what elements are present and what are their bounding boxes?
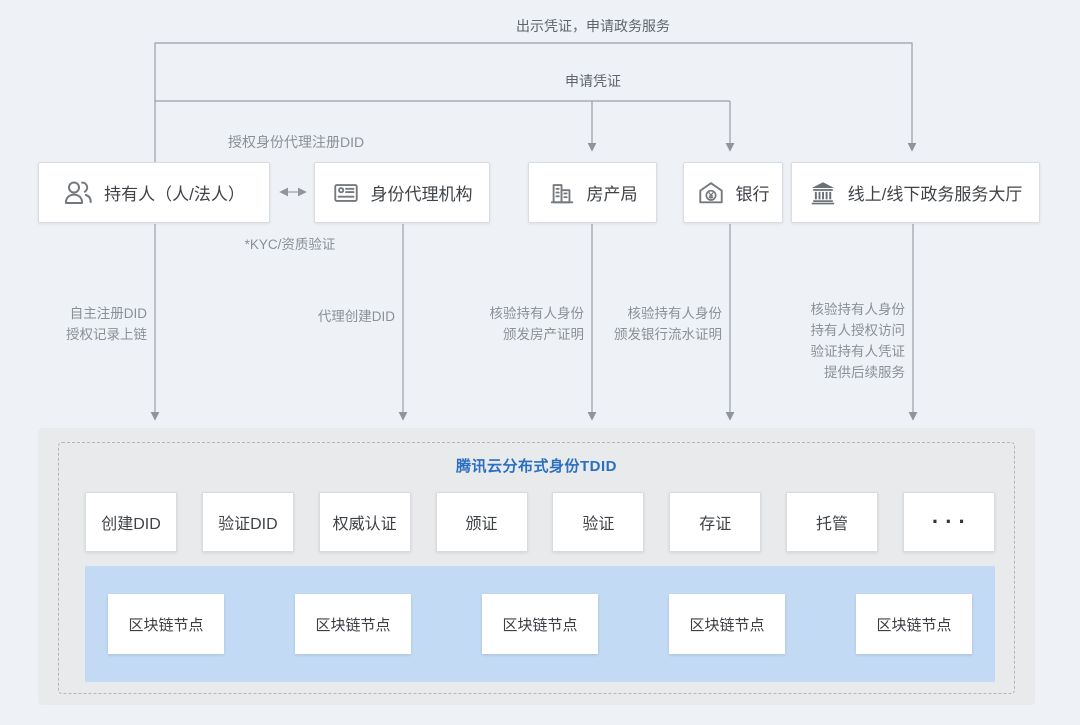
bank-yen-icon <box>697 179 725 207</box>
blockchain-node: 区块链节点 <box>108 594 224 654</box>
capability-box-authority-cert: 权威认证 <box>318 492 411 552</box>
entity-box-holder: 持有人（人/法人） <box>38 162 270 223</box>
entity-box-real-estate-bureau: 房产局 <box>528 162 657 223</box>
flow-label-estate-chain: 核验持有人身份 颁发房产证明 <box>489 306 585 342</box>
capability-box-verify: 验证 <box>552 492 645 552</box>
blockchain-node: 区块链节点 <box>669 594 785 654</box>
people-icon <box>63 178 93 208</box>
flow-label-hall-chain: 核验持有人身份 持有人授权访问 验证持有人凭证 提供后续服务 <box>810 302 906 380</box>
blockchain-node: 区块链节点 <box>482 594 598 654</box>
blockchain-node: 区块链节点 <box>856 594 972 654</box>
entity-label: 持有人（人/法人） <box>104 185 245 204</box>
tdid-dashed-border <box>58 442 1015 694</box>
capability-box-hosting: 托管 <box>786 492 879 552</box>
flow-label-holder-chain: 自主注册DID 授权记录上链 <box>66 306 147 342</box>
capability-box-create-did: 创建DID <box>85 492 177 552</box>
flow-label-agent-chain: 代理创建DID <box>317 309 395 324</box>
tdid-platform-title: 腾讯云分布式身份TDID <box>456 458 617 475</box>
entity-label: 房产局 <box>586 185 638 204</box>
capability-box-issue: 颁证 <box>435 492 528 552</box>
entity-box-bank: 银行 <box>683 162 783 223</box>
flow-label-present-credential: 出示凭证，申请政务服务 <box>516 18 670 34</box>
flow-label-kyc: *KYC/资质验证 <box>244 237 336 252</box>
capability-box-evidence: 存证 <box>669 492 762 552</box>
entity-box-identity-agency: 身份代理机构 <box>314 162 490 223</box>
id-card-icon <box>332 179 360 207</box>
entity-label: 银行 <box>735 185 770 204</box>
buildings-icon <box>548 179 576 207</box>
flow-label-authorize-agent: 授权身份代理注册DID <box>228 134 365 150</box>
tdid-platform-container: 腾讯云分布式身份TDID 创建DID 验证DID 权威认证 颁证 验证 存证 托… <box>38 428 1035 705</box>
capability-box-verify-did: 验证DID <box>201 492 294 552</box>
flow-label-bank-chain: 核验持有人身份 颁发银行流水证明 <box>614 306 722 342</box>
entity-box-government-hall: 线上/线下政务服务大厅 <box>791 162 1040 223</box>
entity-label: 身份代理机构 <box>370 185 473 204</box>
capability-row: 创建DID 验证DID 权威认证 颁证 验证 存证 托管 ··· <box>85 492 995 552</box>
flow-label-apply-credential: 申请凭证 <box>565 73 621 89</box>
government-hall-icon <box>809 179 837 207</box>
blockchain-node: 区块链节点 <box>295 594 411 654</box>
entity-label: 线上/线下政务服务大厅 <box>847 185 1023 204</box>
blockchain-strip: 区块链节点 区块链节点 区块链节点 区块链节点 区块链节点 <box>85 566 995 682</box>
capability-box-more: ··· <box>902 492 995 552</box>
